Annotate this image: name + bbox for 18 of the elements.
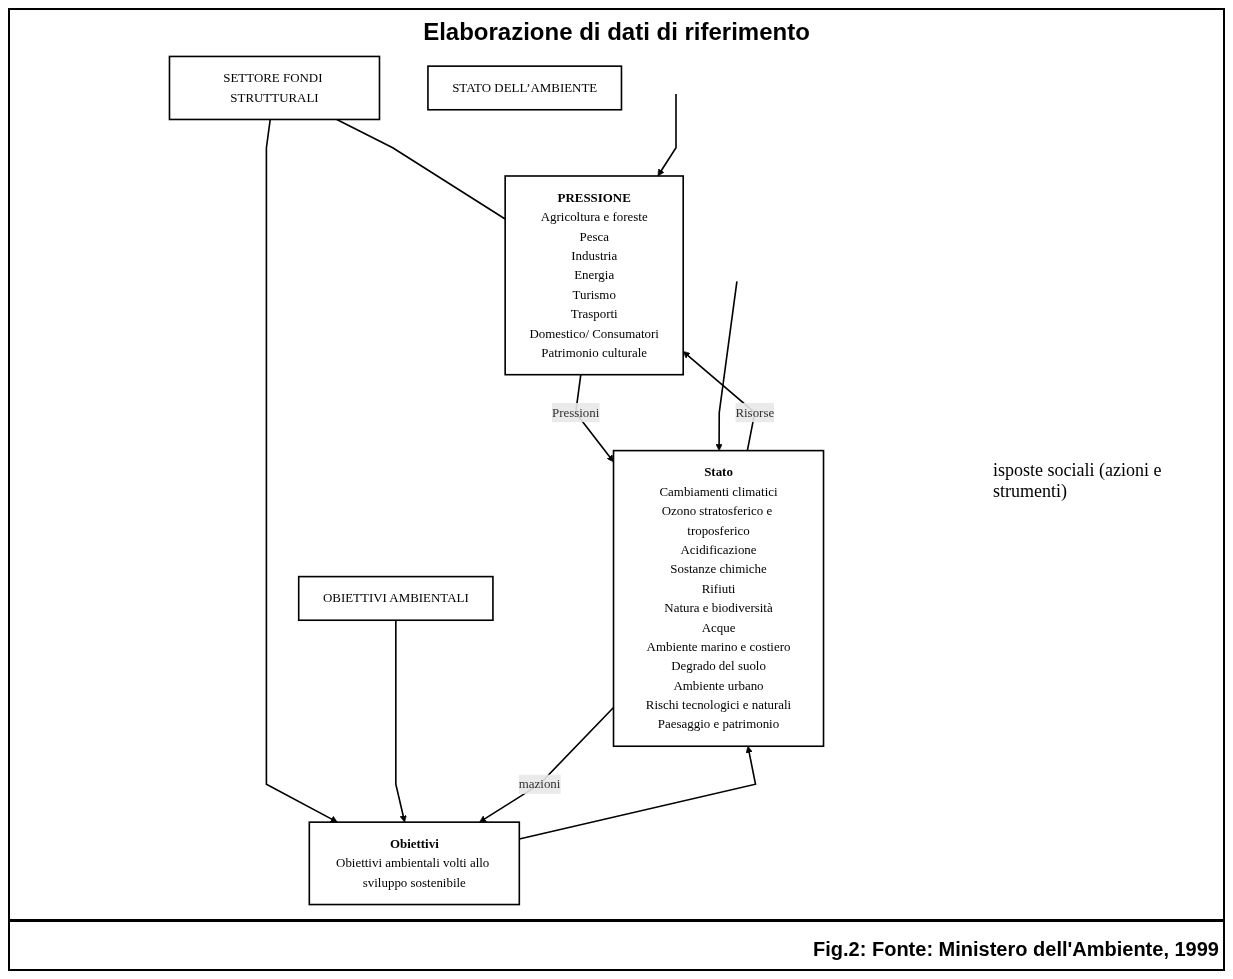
node-box: SETTORE FONDI STRUTTURALI	[168, 55, 381, 121]
arrow	[265, 118, 338, 823]
figure-caption: Fig.2: Fonte: Ministero dell'Ambiente, 1999	[813, 937, 1220, 962]
node-box: OBIETTIVI AMBIENTALI	[297, 575, 494, 622]
edge-label: Risorse	[735, 405, 775, 420]
diagram-title: Elaborazione di dati di riferimento	[423, 18, 810, 46]
arrow	[395, 619, 407, 823]
arrow	[657, 93, 677, 177]
arrow	[518, 745, 757, 840]
arrow	[715, 280, 738, 451]
note-text: isposte sociali (azioni e strumenti)	[993, 459, 1163, 502]
node-box: Stato Cambiamenti climatici Ozono stratosferico e troposferico Acidificazione Sostanze chimiche Rifiuti Natura e biodiversità Acque Ambiente marino e costiero Degrado del suolo Ambiente urbano Rischi tecnologici e naturali Paesaggio e patrimonio	[612, 449, 825, 748]
node-box: PRESSIONE Agricoltura e foreste Pesca Industria Energia Turismo Trasporti Domestico/ Consumatori Patrimonio culturale	[504, 175, 684, 376]
node-box: Obiettivi Obiettivi ambientali volti allo sviluppo sostenibile	[308, 821, 521, 906]
node-box: STATO DELL’AMBIENTE	[427, 65, 623, 111]
connector	[336, 118, 506, 220]
edge-label: Pressioni	[552, 405, 600, 420]
edge-label: mazioni	[518, 776, 561, 791]
